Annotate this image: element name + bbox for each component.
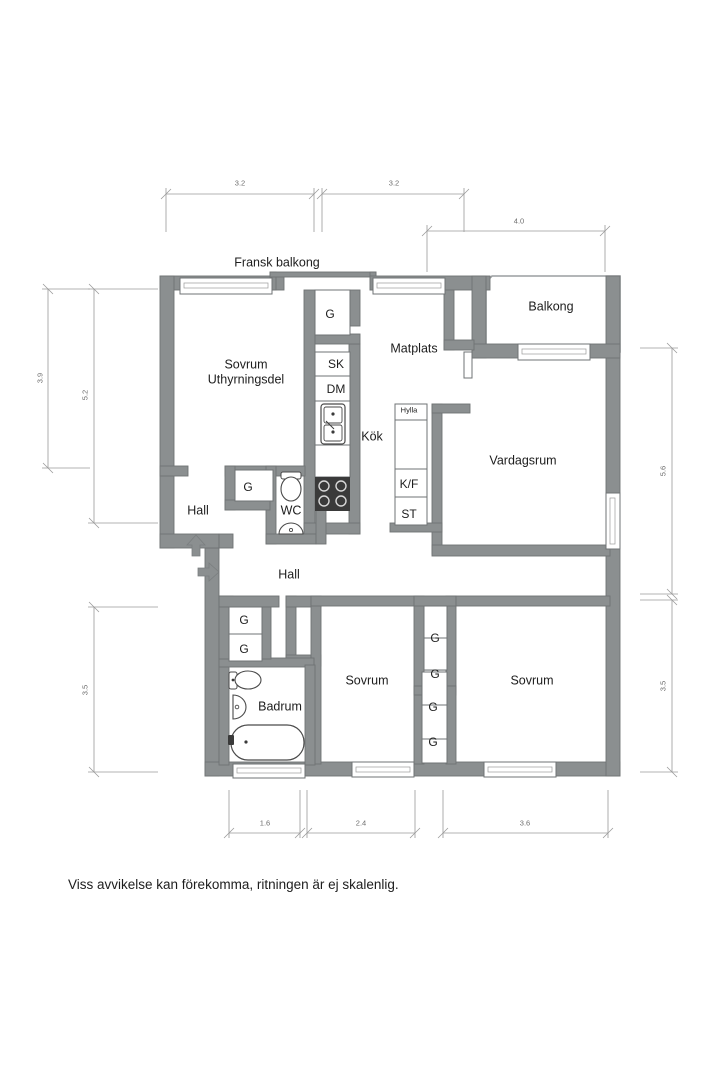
annotation-fransk-balkong: Fransk balkong bbox=[234, 255, 320, 270]
badrum-bathtub-fixture bbox=[228, 724, 305, 761]
wc-sink-fixture bbox=[278, 522, 304, 535]
room-label-kok: Kök bbox=[361, 429, 383, 444]
dimension-right-1: 5.6 bbox=[658, 465, 668, 477]
interior-walls bbox=[159, 289, 611, 766]
room-label-badrum: Badrum bbox=[258, 699, 302, 714]
badrum-sink-fixture bbox=[232, 694, 247, 720]
unit-label-kf: K/F bbox=[399, 476, 419, 491]
dimension-bottom-2: 2.4 bbox=[355, 818, 367, 828]
room-label-sovrum-left: Sovrum bbox=[345, 673, 389, 688]
room-label-hall-bottom: Hall bbox=[278, 567, 300, 582]
unit-label-g-kitchen-top: G bbox=[325, 306, 335, 321]
dimension-left-2: 5.2 bbox=[80, 389, 90, 401]
unit-label-g-mid-2: G bbox=[430, 666, 440, 681]
room-label-vardagsrum: Vardagsrum bbox=[489, 453, 557, 468]
dimension-left-3: 3.5 bbox=[80, 684, 90, 696]
dimension-top-1: 3.2 bbox=[234, 178, 246, 188]
unit-label-hylla: Hylla bbox=[400, 405, 418, 415]
room-label-wc: WC bbox=[280, 503, 302, 518]
entry-arrow-right-icon bbox=[197, 562, 220, 582]
room-label-sovrum-right: Sovrum bbox=[510, 673, 554, 688]
dimension-bottom-1: 1.6 bbox=[259, 818, 271, 828]
unit-label-g-mid-4: G bbox=[428, 734, 438, 749]
room-label-hall-top: Hall bbox=[187, 503, 209, 518]
room-label-sovrum-uthyrningsdel: Sovrum Uthyrningsdel bbox=[207, 357, 285, 386]
unit-label-g-mid-1: G bbox=[430, 630, 440, 645]
wc-toilet-fixture bbox=[280, 471, 302, 502]
room-label-matplats: Matplats bbox=[390, 341, 438, 356]
unit-label-sk: SK bbox=[327, 356, 345, 371]
unit-label-g-hallb-1: G bbox=[239, 612, 249, 627]
kitchen-sink-fixture bbox=[320, 403, 346, 445]
dimension-top-3: 4.0 bbox=[513, 216, 525, 226]
dimension-right-2: 3.5 bbox=[658, 680, 668, 692]
unit-label-dm: DM bbox=[326, 381, 346, 396]
badrum-toilet-fixture bbox=[228, 670, 262, 690]
unit-label-g-mid-3: G bbox=[428, 699, 438, 714]
dimension-lines bbox=[42, 188, 678, 839]
dimension-left-1: 3.9 bbox=[35, 372, 45, 384]
unit-label-st: ST bbox=[401, 506, 417, 521]
dimension-bottom-3: 3.6 bbox=[519, 818, 531, 828]
entry-arrow-up-icon bbox=[186, 534, 206, 557]
unit-label-g-hall-top: G bbox=[243, 479, 253, 494]
room-label-balkong: Balkong bbox=[528, 299, 574, 314]
stove-fixture bbox=[315, 477, 350, 511]
windows bbox=[179, 277, 621, 779]
dimension-top-2: 3.2 bbox=[388, 178, 400, 188]
unit-label-g-hallb-2: G bbox=[239, 641, 249, 656]
disclaimer-caption: Viss avvikelse kan förekomma, ritningen … bbox=[68, 877, 399, 892]
